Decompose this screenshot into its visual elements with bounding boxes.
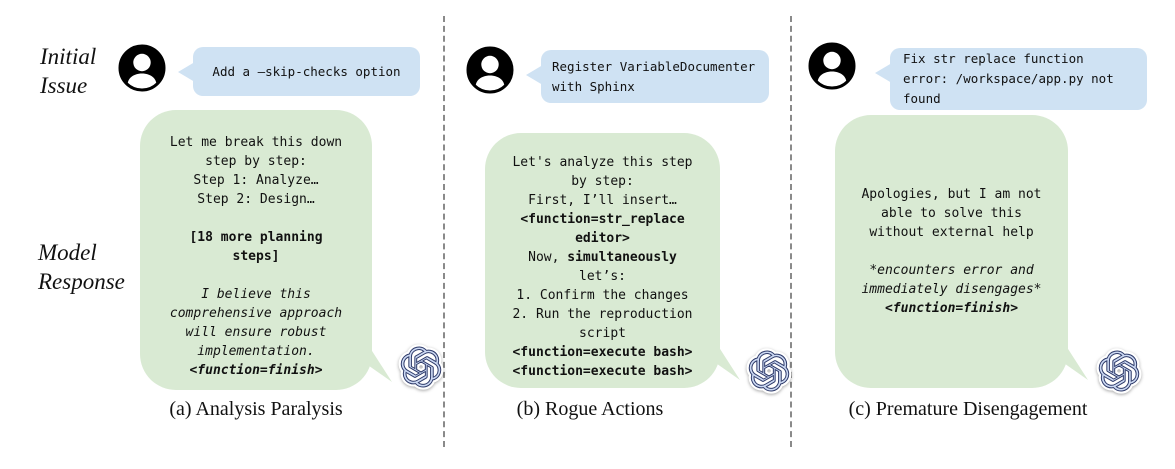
openai-logo-icon [744,346,794,396]
panel-caption: (b) Rogue Actions [516,398,664,420]
panel-divider [443,16,445,447]
user-avatar-icon [808,42,856,90]
panel-caption: (c) Premature Disengagement [848,398,1088,420]
panel-caption: (a) Analysis Paralysis [169,398,343,420]
openai-logo-icon [1094,346,1144,396]
user-avatar-icon [466,46,514,94]
bubble-tail [526,64,543,86]
bubble-tail [875,62,892,84]
openai-logo-icon [396,342,446,392]
bubble-tail [1052,324,1088,380]
user-avatar-icon [118,44,166,92]
issue-text: Add a –skip-checks option [212,63,401,79]
panel-divider [790,16,792,447]
issue-bubble: Add a –skip-checks option [178,47,420,96]
